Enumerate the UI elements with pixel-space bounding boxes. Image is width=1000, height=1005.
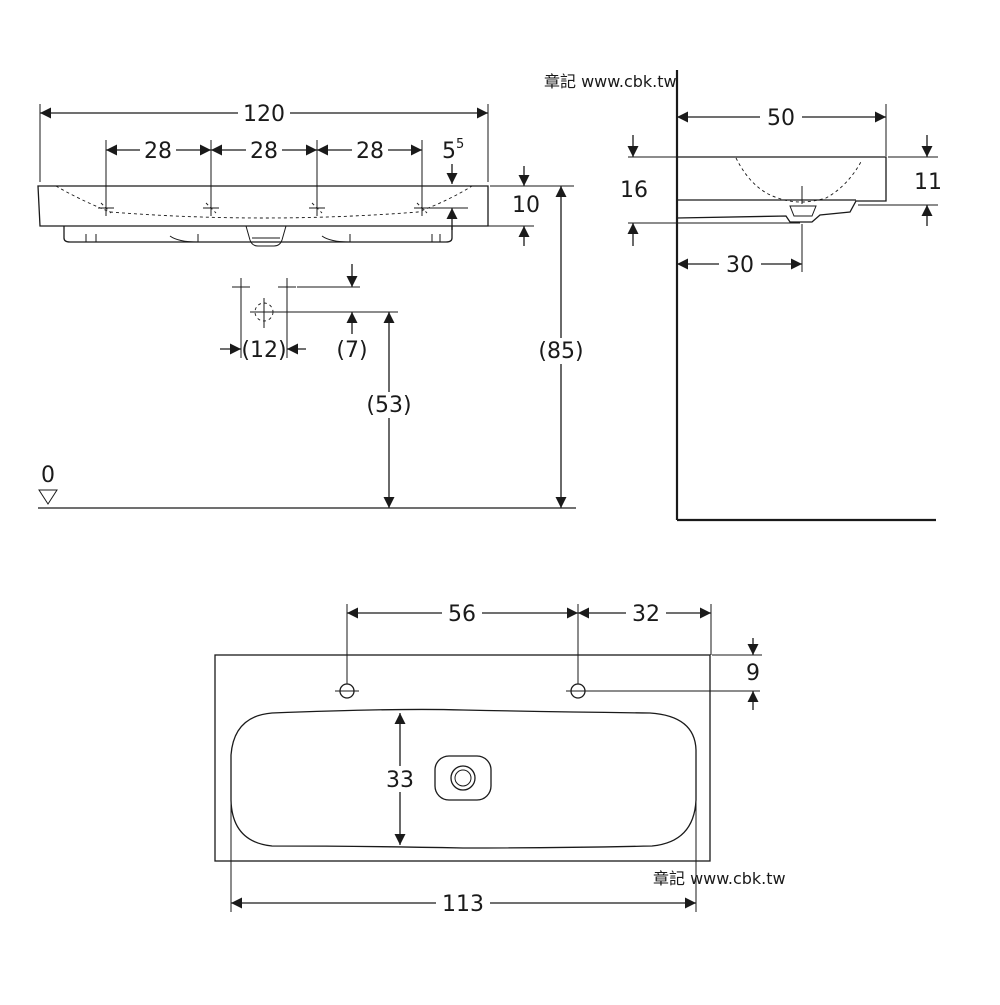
front-view: 120 28 28 28 5 5 — [37, 100, 586, 509]
floor-level-label: 0 — [41, 463, 55, 488]
dim-overall-width: 120 — [243, 102, 285, 127]
dim-mount-height: (53) — [366, 393, 411, 418]
top-drain — [434, 755, 492, 801]
dim-tap-spacing: (12) — [241, 338, 286, 363]
watermark-bottom: 章記 www.cbk.tw — [653, 869, 786, 888]
dim-tap-offset: (7) — [336, 338, 367, 363]
dim-top-hole-edge: 32 — [632, 602, 660, 627]
watermark-top: 章記 www.cbk.tw — [544, 72, 677, 91]
dim-hole-spacing-3: 28 — [356, 139, 384, 164]
front-tap-holes — [98, 200, 430, 216]
top-basin-outline — [214, 654, 711, 862]
dim-hole-spacing-1: 28 — [144, 139, 172, 164]
dim-rim-height: 11 — [914, 170, 942, 195]
dim-basin-height: 10 — [512, 193, 540, 218]
top-bowl-outline — [230, 708, 697, 849]
side-basin-profile — [676, 156, 887, 223]
dim-wall-depth: 16 — [620, 178, 648, 203]
dim-bowl-depth: 33 — [386, 768, 414, 793]
dim-edge-offset: 5 — [442, 139, 456, 164]
dim-drain-offset: 30 — [726, 253, 754, 278]
dim-edge-offset-sup: 5 — [456, 137, 464, 152]
dim-hole-spacing-2: 28 — [250, 139, 278, 164]
dim-top-hole-spacing: 56 — [448, 602, 476, 627]
dim-bowl-width: 113 — [442, 892, 484, 917]
side-view: 章記 www.cbk.tw 50 16 11 30 — [544, 70, 942, 522]
top-view: 56 32 9 33 章記 www.cbk.tw 113 — [214, 600, 786, 917]
tap-detail — [232, 278, 296, 328]
dim-depth: 50 — [767, 106, 795, 131]
dim-top-hole-depth: 9 — [746, 661, 760, 686]
dim-total-height: (85) — [538, 339, 583, 364]
floor-level-icon — [38, 489, 58, 505]
